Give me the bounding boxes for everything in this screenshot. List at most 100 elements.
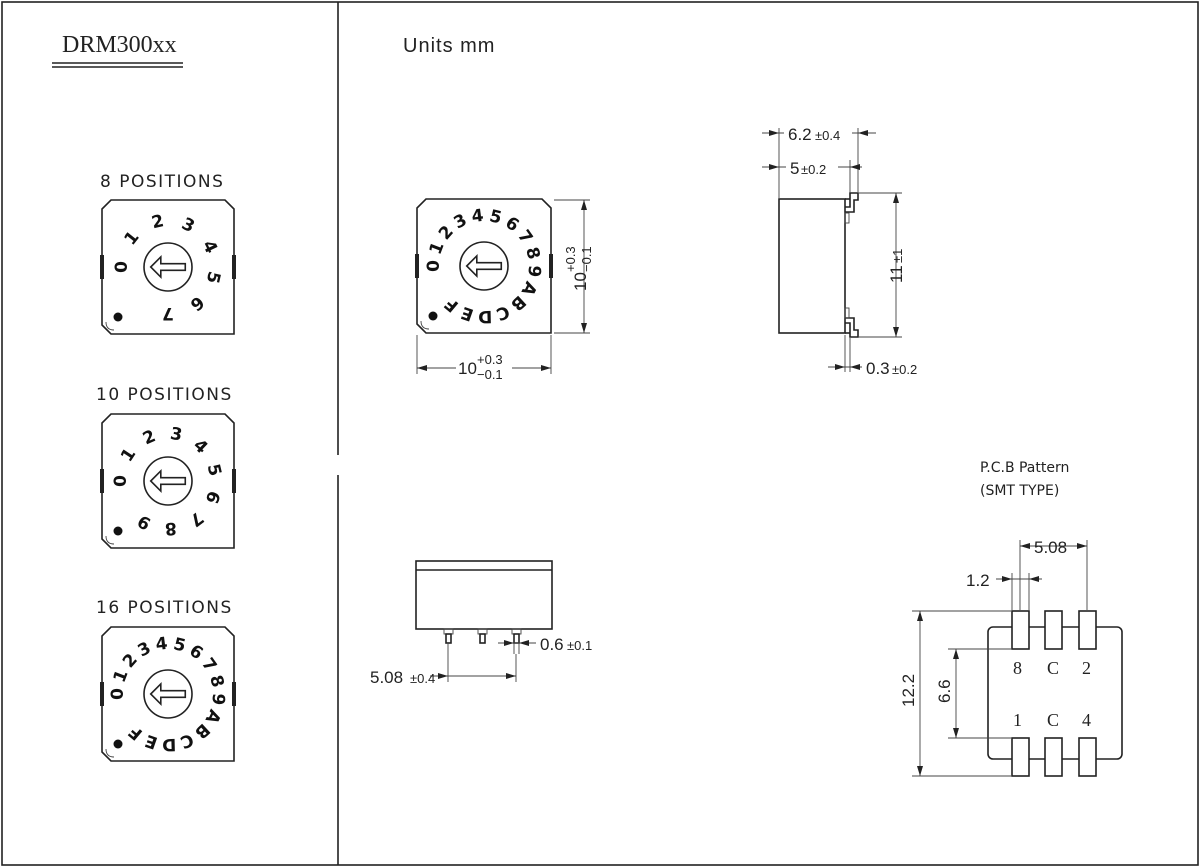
dial-digit: 7	[513, 226, 536, 247]
pcb-pitch-dimension: 5.08	[1019, 538, 1088, 610]
dial-digit: 5	[171, 634, 187, 656]
terminal-tab	[232, 682, 236, 706]
dial-digit: 4	[189, 435, 211, 458]
position-label-16: 16 POSITIONS	[96, 598, 233, 618]
corner-notch	[105, 535, 115, 545]
dial-digit: 3	[178, 214, 197, 237]
pcb-outer-dimension: 12.2	[899, 610, 1011, 777]
switch-body	[101, 413, 235, 549]
side-overall-dimension: 6.2 ±0.4	[762, 122, 876, 198]
pcb-pad	[1011, 737, 1030, 777]
svg-text:12.2: 12.2	[899, 674, 918, 707]
dial-digit: 2	[140, 426, 159, 449]
dial-digit: 8	[164, 518, 177, 539]
svg-text:11: 11	[887, 265, 906, 283]
pcb-pad	[1044, 610, 1063, 650]
dial-digit: 1	[117, 445, 140, 466]
switch-body	[101, 199, 235, 335]
svg-text:±0.4: ±0.4	[815, 128, 840, 143]
rotor-knob	[143, 242, 193, 292]
pin-label: C	[1047, 658, 1059, 678]
dial-digit: 9	[207, 692, 228, 706]
terminal-tab	[232, 469, 236, 493]
pin-label: 8	[1013, 658, 1022, 678]
dial-digit: E	[459, 302, 477, 325]
position-label-8: 8 POSITIONS	[100, 172, 224, 192]
corner-notch	[420, 320, 430, 330]
terminal-tab	[100, 682, 104, 706]
pcb-footprint: 8 C 2 1 C 4	[987, 610, 1123, 777]
svg-text:±0.1: ±0.1	[567, 638, 592, 653]
dial-digit: 2	[150, 211, 166, 233]
terminal-tab	[100, 255, 104, 279]
pcb-pad	[1078, 610, 1097, 650]
switch-body	[416, 198, 552, 334]
terminal-tab	[232, 255, 236, 279]
svg-text:+0.3: +0.3	[477, 352, 503, 367]
part-number-title: DRM300xx	[62, 32, 177, 58]
pin-label: 1	[1013, 710, 1022, 730]
svg-text:10: 10	[458, 359, 477, 378]
rotor-arrow	[149, 254, 187, 280]
svg-text:6.2: 6.2	[788, 125, 812, 144]
switch-side-view	[778, 192, 859, 338]
position-indicator-dot	[113, 312, 123, 322]
dial-digit: D	[478, 306, 493, 326]
rotor-knob	[143, 669, 193, 719]
dial-digit: 1	[121, 227, 144, 249]
rotor-arrow	[465, 253, 503, 279]
position-label-10: 10 POSITIONS	[96, 385, 233, 405]
svg-text:5.08: 5.08	[1034, 538, 1067, 557]
dial-digit: F	[125, 721, 147, 744]
position-indicator-dot	[428, 311, 438, 321]
dial-digit: E	[143, 730, 161, 753]
pcb-pad	[1044, 737, 1063, 777]
dial-digit: 2	[435, 222, 458, 244]
side-body-dimension: 5 ±0.2	[762, 156, 862, 193]
units-label: Units mm	[403, 35, 495, 57]
terminal-tab	[549, 254, 553, 278]
dial-digit: 0	[108, 688, 128, 700]
dial-digit: 5	[202, 269, 224, 285]
dial-digit: 7	[162, 303, 174, 323]
svg-text:10: 10	[571, 272, 590, 291]
terminal-tab	[415, 254, 419, 278]
dial-digit: 5	[487, 206, 503, 228]
dial-digit: 3	[135, 638, 155, 661]
rotor-knob	[459, 241, 509, 291]
svg-text:±1: ±1	[890, 249, 905, 263]
dial-digit: C	[177, 729, 196, 752]
side-height-dimension: 11 ±1	[858, 192, 906, 338]
dial-digit: 5	[203, 462, 225, 478]
dial-digit: F	[441, 293, 463, 316]
svg-text:5: 5	[790, 159, 799, 178]
side-lead-dimension: 0.3 ±0.2	[828, 335, 917, 378]
dial-digit: 0	[424, 260, 444, 272]
svg-text:±0.2: ±0.2	[801, 162, 826, 177]
bottom-pin-width-dimension: 0.6 ±0.1	[498, 635, 592, 654]
dial-digit: 4	[154, 634, 168, 655]
dial-digit: 4	[198, 237, 221, 256]
svg-text:±0.4: ±0.4	[410, 671, 435, 686]
dial-digit: 6	[186, 291, 208, 314]
svg-text:0.6: 0.6	[540, 635, 564, 654]
svg-text:−0.1: −0.1	[579, 246, 594, 272]
dial-digit: 3	[451, 210, 471, 233]
pcb-pad-width-dimension: 1.2	[966, 571, 1042, 610]
bottom-pitch-dimension: 5.08 ±0.4	[370, 643, 517, 687]
dial-digit: 7	[197, 654, 220, 675]
dial-digit: 9	[134, 510, 154, 533]
svg-text:−0.1: −0.1	[477, 367, 503, 382]
corner-notch	[105, 748, 115, 758]
pcb-pattern-title: P.C.B Pattern	[980, 460, 1069, 476]
dial-digit: 7	[185, 507, 206, 530]
dial-digit: 0	[112, 261, 132, 273]
front-height-dimension: 10 +0.3 −0.1	[554, 199, 594, 334]
dial-digit: 3	[169, 424, 184, 446]
